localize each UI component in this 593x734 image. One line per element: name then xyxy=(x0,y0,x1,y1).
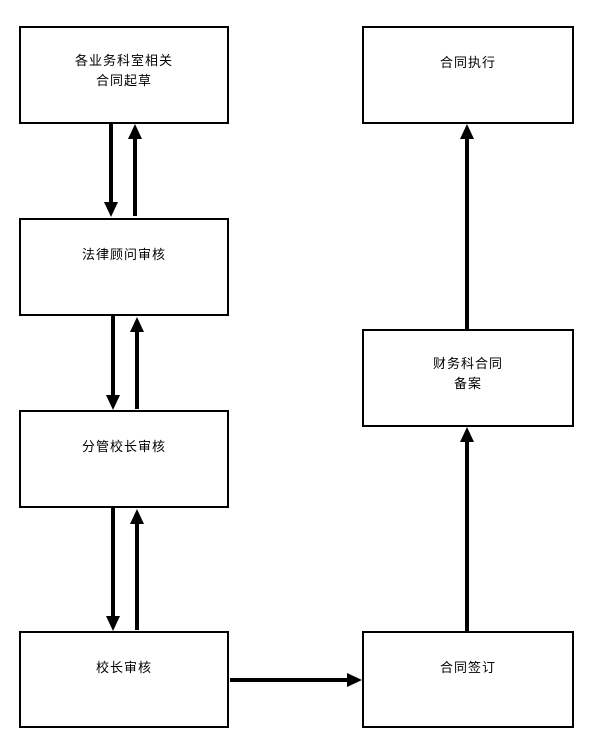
arrow-draft-to-legal xyxy=(104,124,118,217)
node-finance-record-label: 财务科合同 备案 xyxy=(432,357,503,392)
node-contract-signing: 合同签订 xyxy=(362,631,574,728)
node-principal-review: 校长审核 xyxy=(19,631,229,728)
node-legal-review: 法律顾问审核 xyxy=(19,218,229,316)
arrow-sign-to-record xyxy=(460,427,474,631)
node-contract-signing-label: 合同签订 xyxy=(439,661,496,676)
node-principal-review-label: 校长审核 xyxy=(95,661,152,676)
arrow-legal-to-vice xyxy=(106,316,120,410)
arrow-record-to-execute xyxy=(460,124,474,329)
node-finance-record: 财务科合同 备案 xyxy=(362,329,574,427)
node-contract-execution-label: 合同执行 xyxy=(439,56,496,71)
node-contract-execution: 合同执行 xyxy=(362,26,574,124)
arrow-legal-to-draft xyxy=(128,124,142,216)
arrow-principal-to-vice xyxy=(130,509,144,630)
arrow-principal-to-sign xyxy=(230,673,362,687)
node-draft: 各业务科室相关 合同起草 xyxy=(19,26,229,124)
node-draft-label: 各业务科室相关 合同起草 xyxy=(74,54,173,89)
node-vice-principal-review: 分管校长审核 xyxy=(19,410,229,508)
arrow-vice-to-legal xyxy=(130,317,144,409)
node-legal-review-label: 法律顾问审核 xyxy=(81,248,166,263)
arrow-vice-to-principal xyxy=(106,508,120,631)
node-vice-principal-review-label: 分管校长审核 xyxy=(81,440,166,455)
